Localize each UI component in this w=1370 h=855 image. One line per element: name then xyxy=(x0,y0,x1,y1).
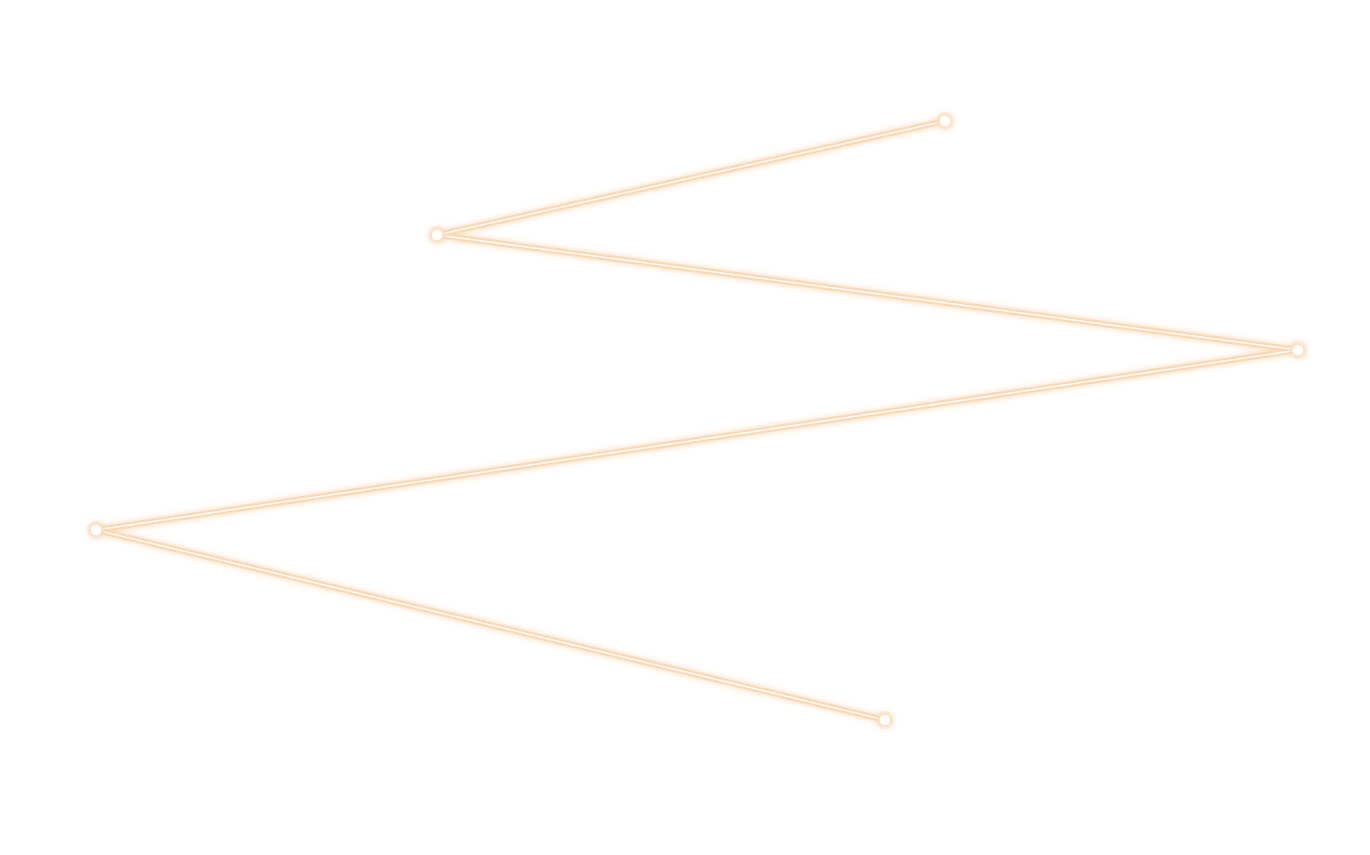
segment-2 xyxy=(436,234,1299,351)
node-2[interactable] xyxy=(430,228,444,242)
line-nodes xyxy=(87,112,1307,729)
segment-4 xyxy=(95,529,886,721)
node-5[interactable] xyxy=(878,713,892,727)
node-3[interactable] xyxy=(1291,343,1305,357)
line-glow xyxy=(93,118,1301,723)
node-1[interactable] xyxy=(938,114,952,128)
node-4[interactable] xyxy=(89,523,103,537)
line-core xyxy=(95,120,1299,721)
segment-1 xyxy=(436,120,946,236)
segment-3 xyxy=(95,349,1299,531)
